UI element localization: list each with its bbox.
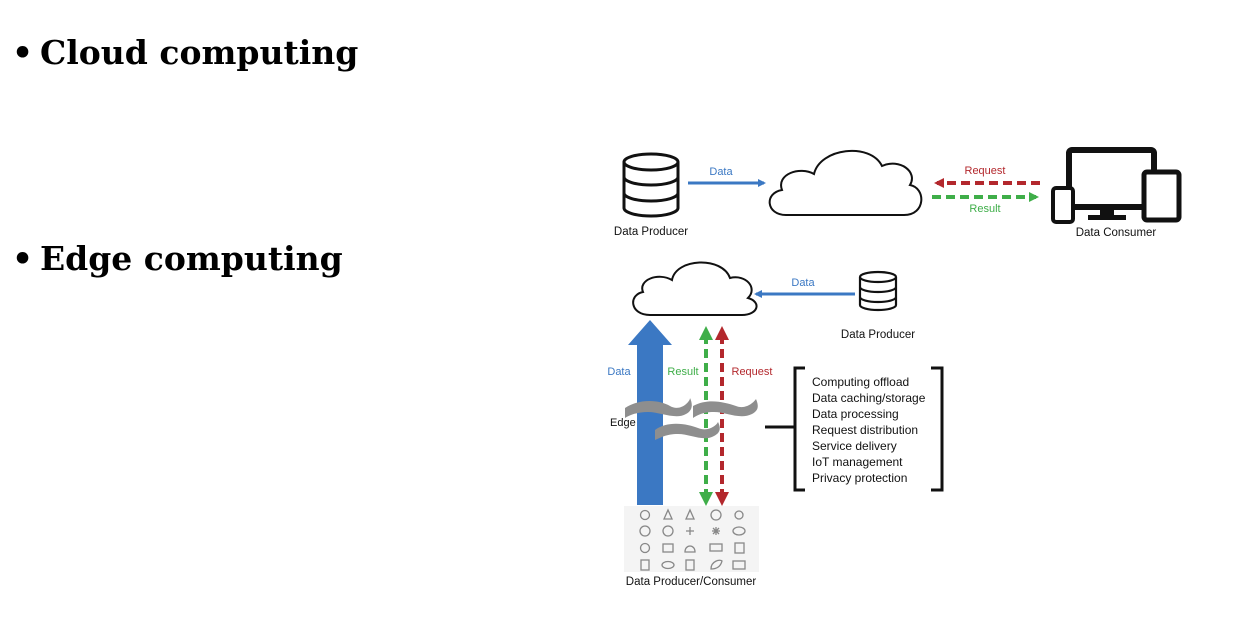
edge-data-upward-arrow <box>628 320 672 505</box>
power-icon <box>639 525 651 537</box>
cloud-diagram: Data Producer Data Request Result Data C… <box>614 147 1182 239</box>
edge-wave-2 <box>693 399 758 418</box>
edge-function-list: Computing offload Data caching/storage D… <box>812 375 926 485</box>
phone-icon <box>1051 186 1075 224</box>
edge-result-label: Result <box>667 366 698 378</box>
cloud-data-label: Data <box>709 166 733 178</box>
bullet-title: Cloud computing <box>40 33 359 72</box>
edge-diagram: Data Data Producer Data Result Request E… <box>607 261 944 588</box>
function-item: Request distribution <box>812 423 918 437</box>
left-bracket <box>793 366 805 492</box>
pill-icon <box>661 560 675 570</box>
result-arrowhead-down <box>699 492 713 506</box>
cloud-result-label: Result <box>969 203 1000 215</box>
eye-icon <box>732 526 746 536</box>
car-icon <box>662 543 674 553</box>
database-icon <box>622 152 680 218</box>
display-icon <box>709 543 723 552</box>
request-arrowhead-up <box>715 326 729 340</box>
function-item: Privacy protection <box>812 471 907 485</box>
function-item: Computing offload <box>812 375 909 389</box>
drop-icon <box>662 508 674 520</box>
function-item: Data processing <box>812 407 899 421</box>
tablet-icon <box>1141 169 1182 223</box>
edge-request-label: Request <box>732 366 773 378</box>
database-icon <box>858 270 898 312</box>
cloud-request-label: Request <box>965 165 1006 177</box>
edge-label: Edge <box>610 417 636 429</box>
camera-icon <box>662 525 674 537</box>
key-icon <box>734 510 744 520</box>
edge-data-label-top: Data <box>791 277 815 289</box>
edge-producer-label: Data Producer <box>841 329 915 341</box>
sensor-icon <box>639 542 651 554</box>
snowflake-icon <box>712 527 720 535</box>
edge-bottom-label: Data Producer/Consumer <box>626 576 757 588</box>
edge-cloud-icon <box>632 261 758 316</box>
leaf-icon <box>710 559 723 570</box>
result-arrowhead-up <box>699 326 713 340</box>
right-bracket <box>931 366 944 492</box>
cloud-consumer-label: Data Consumer <box>1076 227 1157 239</box>
function-item: Data caching/storage <box>812 391 926 405</box>
fan-icon <box>686 527 694 535</box>
cloud-producer-label: Data Producer <box>614 226 688 238</box>
bullet-marker: • <box>12 239 34 278</box>
edge-data-label-left: Data <box>607 366 631 378</box>
function-item: IoT management <box>812 455 903 469</box>
bullet-cloud-computing: •Cloud computing <box>12 36 358 69</box>
cloud-icon <box>768 149 923 216</box>
mail-icon <box>732 560 746 570</box>
request-arrowhead-down <box>715 492 729 506</box>
bullet-edge-computing: •Edge computing <box>12 242 343 275</box>
bulb-icon <box>639 509 651 521</box>
plug-icon <box>734 542 745 554</box>
monitor-icon <box>1066 147 1157 220</box>
bullet-title: Edge computing <box>40 239 343 278</box>
function-item: Service delivery <box>812 439 897 453</box>
edge-wave-3 <box>655 422 720 440</box>
helmet-icon <box>684 545 696 553</box>
fridge-icon <box>685 559 695 571</box>
bell-icon <box>684 508 696 520</box>
gauge-icon <box>710 509 722 521</box>
edge-wave-1 <box>625 398 692 418</box>
bullet-marker: • <box>12 33 34 72</box>
device-icon-grid <box>624 506 759 572</box>
document-icon <box>640 559 650 571</box>
